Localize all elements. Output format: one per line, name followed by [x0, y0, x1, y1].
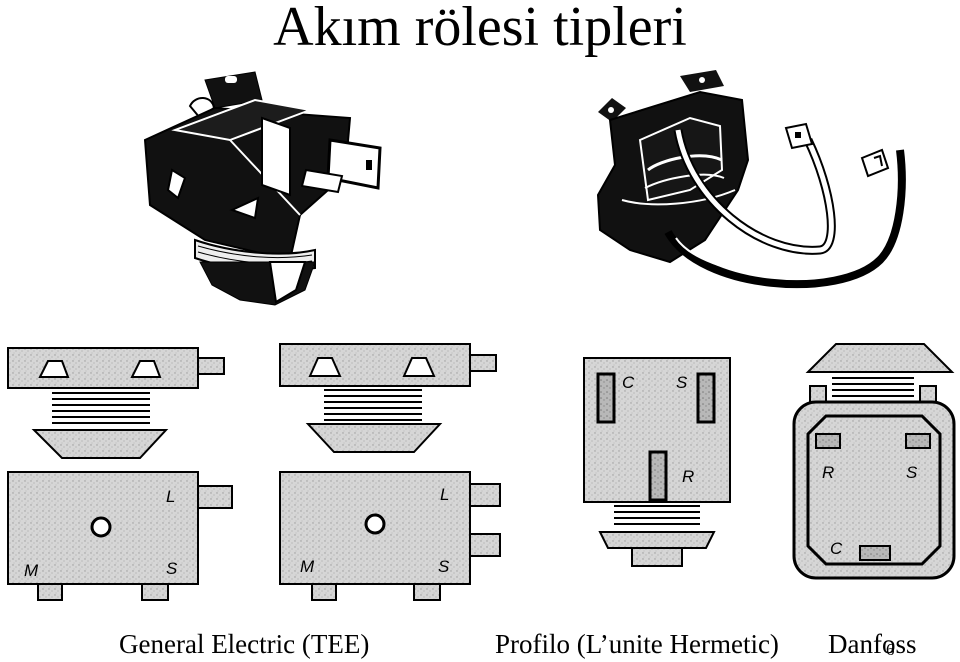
- terminal-label-c: C: [830, 539, 843, 558]
- caption-profilo: Profilo (L’unite Hermetic): [495, 629, 779, 659]
- slide-title: Akım rölesi tipleri: [273, 0, 687, 58]
- ge-relay-illustration: [143, 71, 382, 306]
- terminal-label-r: R: [822, 463, 834, 482]
- page-number: 6: [886, 640, 895, 659]
- ge-schematic-right: L M S: [279, 343, 501, 601]
- terminal-label-m: M: [300, 557, 315, 576]
- terminal-label-c: C: [622, 373, 635, 392]
- terminal-label-m: M: [24, 561, 39, 580]
- terminal-label-l: L: [166, 487, 175, 506]
- terminal-label-s: S: [438, 557, 450, 576]
- ge-schematic-left: L M S: [7, 347, 233, 601]
- danfoss-schematic: R S C: [792, 343, 956, 580]
- terminal-label-l: L: [440, 485, 449, 504]
- terminal-label-s: S: [166, 559, 178, 578]
- profilo-schematic: C S R: [583, 357, 731, 567]
- caption-danfoss: Danfoss: [828, 629, 917, 659]
- terminal-label-s: S: [906, 463, 918, 482]
- profilo-relay-illustration: [596, 70, 906, 289]
- caption-general-electric: General Electric (TEE): [119, 629, 370, 659]
- terminal-label-r: R: [682, 467, 694, 486]
- terminal-label-s: S: [676, 373, 688, 392]
